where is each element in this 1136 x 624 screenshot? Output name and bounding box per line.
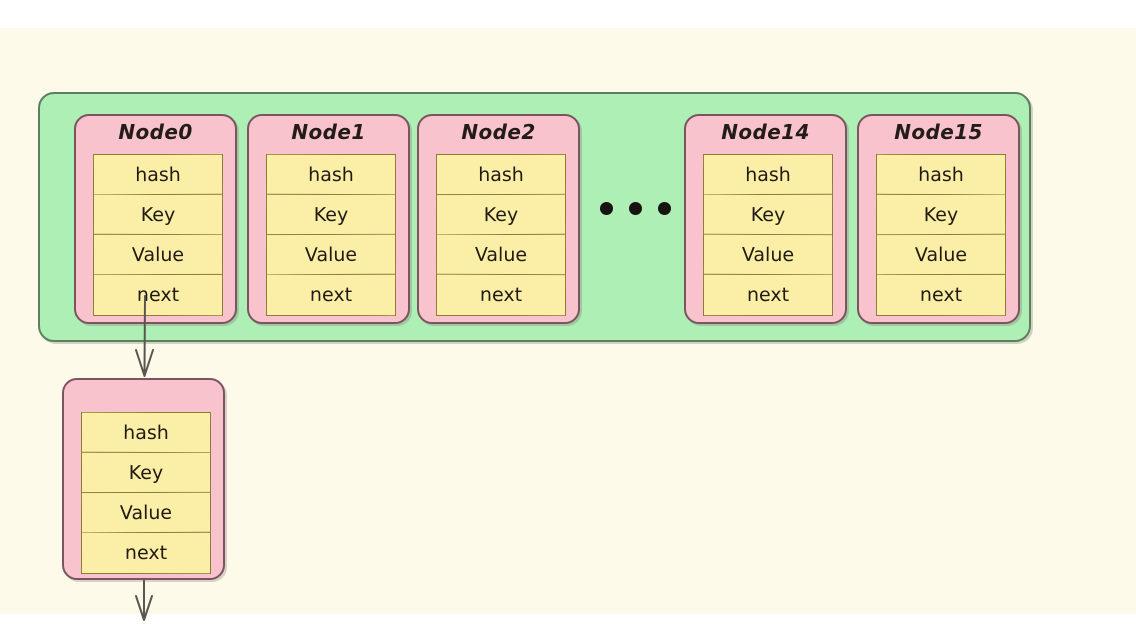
field-hash: hash <box>266 154 396 196</box>
ellipsis-dot <box>658 202 671 215</box>
field-next: next <box>266 274 396 316</box>
field-key: Key <box>266 194 396 236</box>
node-title: Node1 <box>291 120 366 144</box>
field-next: next <box>93 274 223 316</box>
bucket-table: Node0 hash Key Value next Node1 hash Key… <box>38 92 1031 342</box>
field-key: Key <box>436 194 566 236</box>
field-hash: hash <box>703 154 833 196</box>
node-fields: hash Key Value next <box>93 154 223 316</box>
node-card-2[interactable]: Node2 hash Key Value next <box>417 114 580 324</box>
node-fields: hash Key Value next <box>81 412 211 574</box>
node-title: Node2 <box>461 120 536 144</box>
field-next: next <box>436 274 566 316</box>
field-next: next <box>81 532 211 574</box>
ellipsis-dot <box>629 202 642 215</box>
node-title: Node0 <box>118 120 193 144</box>
node-title: Node14 <box>721 120 810 144</box>
field-value: Value <box>703 234 833 276</box>
field-value: Value <box>266 234 396 276</box>
node-fields: hash Key Value next <box>876 154 1006 316</box>
ellipsis-dot <box>600 202 613 215</box>
node-card-14[interactable]: Node14 hash Key Value next <box>684 114 847 324</box>
node-fields: hash Key Value next <box>436 154 566 316</box>
field-value: Value <box>81 492 211 534</box>
node-fields: hash Key Value next <box>266 154 396 316</box>
field-key: Key <box>93 194 223 236</box>
field-hash: hash <box>81 412 211 454</box>
field-hash: hash <box>436 154 566 196</box>
field-next: next <box>876 274 1006 316</box>
node-title: Node15 <box>894 120 983 144</box>
node-fields: hash Key Value next <box>703 154 833 316</box>
field-value: Value <box>93 234 223 276</box>
field-key: Key <box>81 452 211 494</box>
field-next: next <box>703 274 833 316</box>
field-hash: hash <box>876 154 1006 196</box>
node-card-0[interactable]: Node0 hash Key Value next <box>74 114 237 324</box>
field-hash: hash <box>93 154 223 196</box>
node-card-15[interactable]: Node15 hash Key Value next <box>857 114 1020 324</box>
ellipsis-indicator <box>600 202 671 215</box>
field-key: Key <box>876 194 1006 236</box>
node-card-1[interactable]: Node1 hash Key Value next <box>247 114 410 324</box>
field-key: Key <box>703 194 833 236</box>
field-value: Value <box>876 234 1006 276</box>
chained-node-card[interactable]: hash Key Value next <box>62 378 225 580</box>
field-value: Value <box>436 234 566 276</box>
